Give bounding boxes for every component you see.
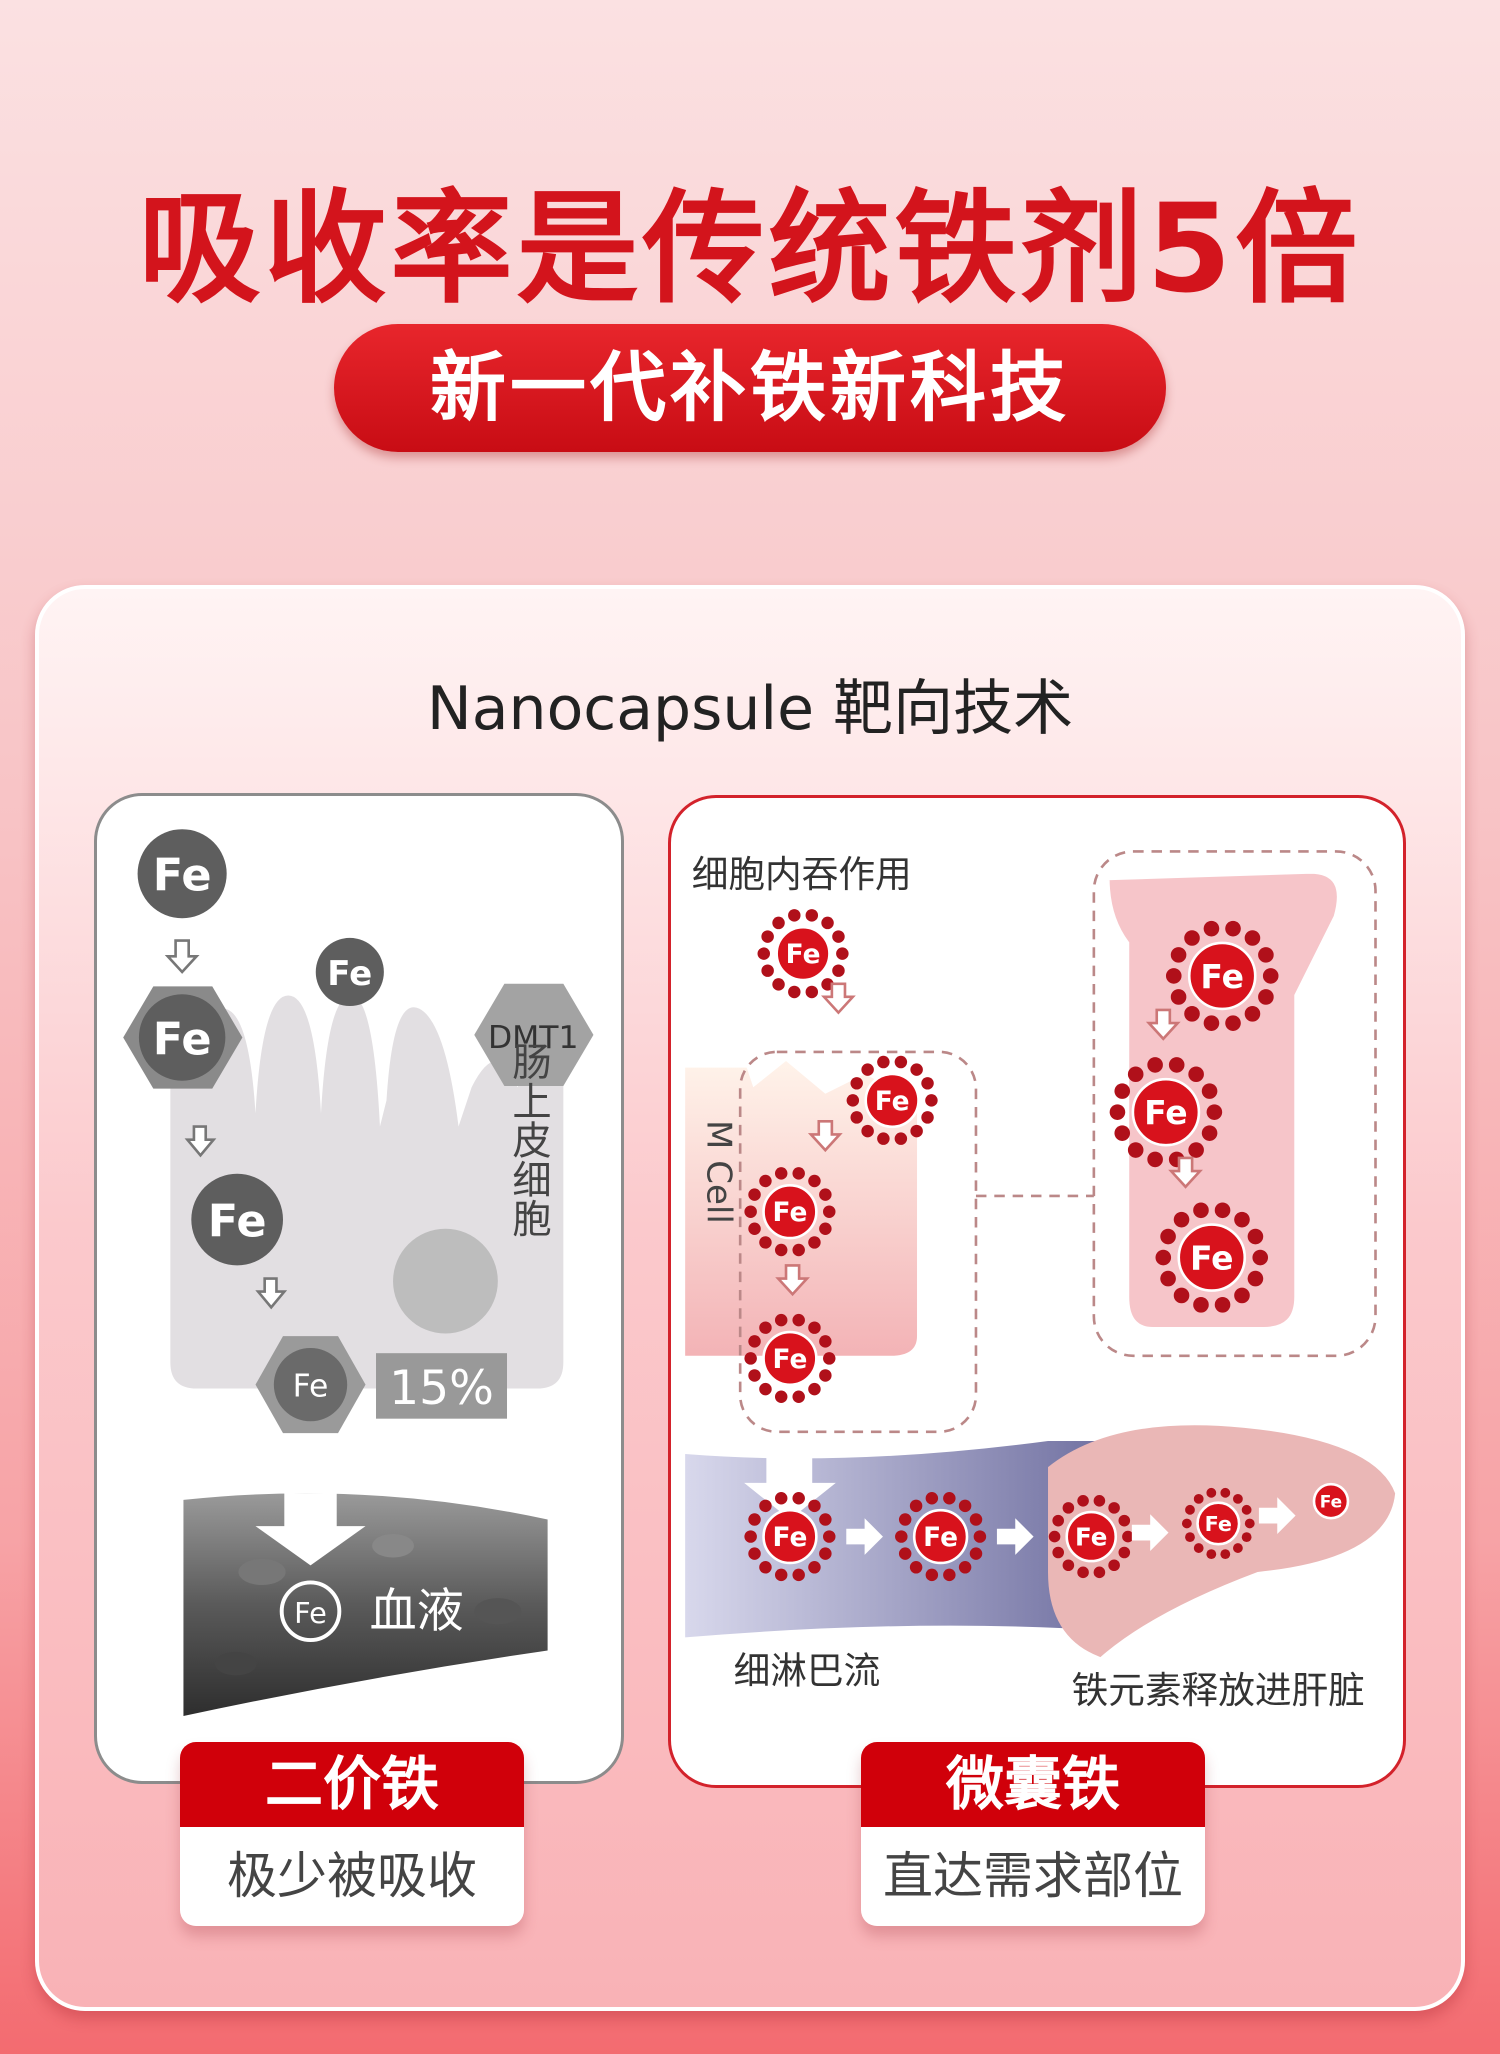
blood-vessel: Fe 血液: [183, 1493, 548, 1717]
fe-nanocapsule-icon: Fe: [1155, 1202, 1269, 1313]
fe-nanocapsule-icon: Fe: [1048, 1495, 1134, 1579]
m-cell-label: M Cell: [698, 1120, 738, 1224]
lymph-label: 细淋巴流: [734, 1649, 881, 1692]
arrow-down-icon: [821, 982, 856, 1015]
card-title: Nanocapsule 靶向技术: [426, 674, 1074, 744]
fe-nanocapsule-icon: Fe: [1109, 1057, 1223, 1168]
svg-text:Fe: Fe: [786, 939, 821, 970]
fe-ion-small-icon: Fe: [315, 937, 384, 1007]
arrow-down-icon: [164, 939, 200, 974]
microcapsule-iron-desc: 直达需求部位: [861, 1827, 1205, 1926]
divalent-iron-label: 二价铁 极少被吸收: [180, 1742, 524, 1926]
cell-label: 肠上皮细胞: [505, 1041, 550, 1237]
endocytosis-label: 细胞内吞作用: [692, 853, 912, 896]
fe-nanocapsule-icon: Fe: [1181, 1487, 1255, 1560]
divalent-iron-desc: 极少被吸收: [180, 1827, 524, 1926]
fe-nanocapsule-icon: Fe: [744, 1313, 836, 1403]
svg-text:DMT1: DMT1: [488, 1020, 579, 1056]
arrow-right-icon: [1131, 1514, 1169, 1551]
svg-text:Fe: Fe: [153, 1014, 212, 1066]
blood-label: 血液: [369, 1584, 463, 1639]
fe-ion-icon: Fe: [137, 829, 227, 919]
divalent-iron-tag: 二价铁: [180, 1742, 524, 1827]
svg-text:Fe: Fe: [773, 1197, 808, 1228]
absorption-percent: 15%: [389, 1361, 494, 1416]
arrow-down-icon: [255, 1277, 288, 1310]
arrow-right-icon: [996, 1518, 1034, 1555]
arrow-down-icon: [775, 1264, 810, 1297]
fe-nanocapsule-icon: Fe: [895, 1492, 987, 1582]
fe-nanocapsule-icon: Fe: [1312, 1482, 1350, 1520]
fe-nanocapsule-icon: Fe: [1165, 920, 1279, 1031]
svg-text:Fe: Fe: [875, 1086, 910, 1117]
fe-hexagon-icon: Fe: [255, 1336, 366, 1434]
svg-text:Fe: Fe: [1320, 1492, 1342, 1512]
fe-hexagon-icon: Fe: [123, 986, 243, 1089]
svg-text:Fe: Fe: [153, 850, 212, 902]
svg-text:Fe: Fe: [1205, 1512, 1232, 1536]
svg-text:Fe: Fe: [1200, 957, 1244, 996]
microcapsule-iron-tag: 微囊铁: [861, 1742, 1205, 1827]
svg-text:Fe: Fe: [293, 1368, 329, 1404]
arrow-down-icon: [184, 1125, 217, 1158]
svg-text:Fe: Fe: [923, 1522, 958, 1553]
arrow-down-icon: [807, 1120, 843, 1153]
svg-text:Fe: Fe: [1190, 1238, 1234, 1277]
arrow-right-icon: [846, 1518, 883, 1555]
fe-nanocapsule-icon: Fe: [846, 1055, 938, 1145]
arrow-down-icon: [1145, 1008, 1181, 1041]
svg-text:Fe: Fe: [208, 1196, 267, 1248]
svg-text:Fe: Fe: [294, 1596, 327, 1630]
fe-nanocapsule-icon: Fe: [744, 1492, 836, 1582]
svg-text:Fe: Fe: [773, 1344, 808, 1375]
arrow-right-icon: [1258, 1497, 1296, 1534]
dmt1-transporter-icon: DMT1: [474, 983, 594, 1086]
subheadline-pill: 新一代补铁新科技: [334, 324, 1166, 452]
arrow-down-icon: [1168, 1156, 1203, 1189]
liver-label: 铁元素释放进肝脏: [1072, 1669, 1365, 1712]
fe-nanocapsule-icon: Fe: [757, 909, 849, 999]
svg-text:Fe: Fe: [1144, 1093, 1188, 1132]
headline: 吸收率是传统铁剂5倍: [138, 178, 1362, 320]
fe-nanocapsule-icon: Fe: [744, 1167, 836, 1257]
svg-text:Fe: Fe: [1075, 1522, 1107, 1551]
fe-ion-icon: Fe: [191, 1173, 284, 1266]
microcapsule-iron-label: 微囊铁 直达需求部位: [861, 1742, 1205, 1926]
svg-text:Fe: Fe: [773, 1522, 808, 1553]
svg-text:Fe: Fe: [327, 954, 372, 994]
